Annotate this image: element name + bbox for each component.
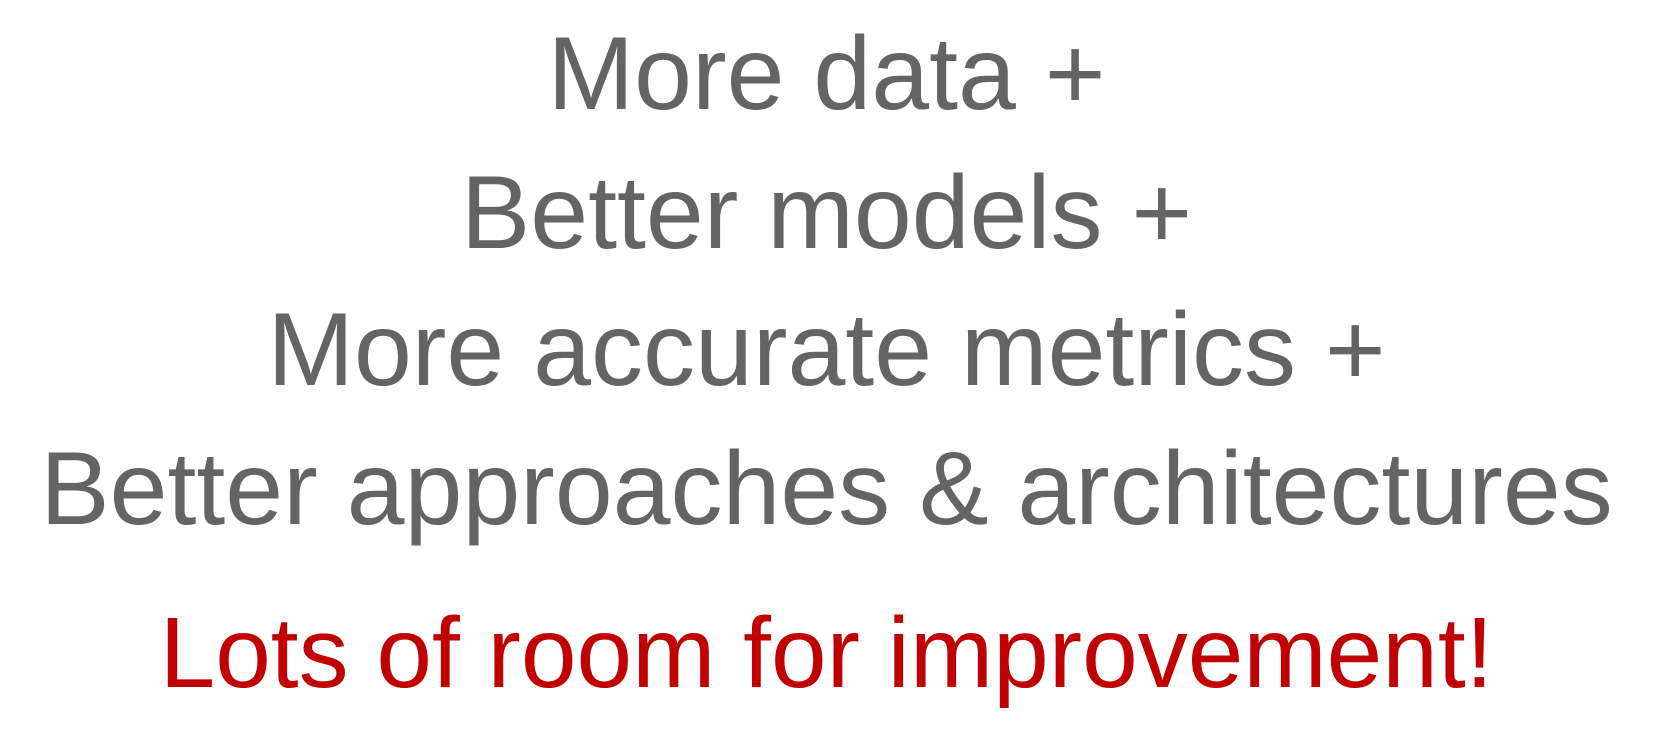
slide-line-more-accurate-metrics: More accurate metrics +	[267, 292, 1386, 408]
slide-line-better-models: Better models +	[460, 155, 1193, 271]
slide-tagline: Lots of room for improvement!	[159, 597, 1494, 709]
slide-line-more-data: More data +	[547, 16, 1106, 132]
slide-line-better-approaches: Better approaches & architectures	[40, 431, 1613, 547]
